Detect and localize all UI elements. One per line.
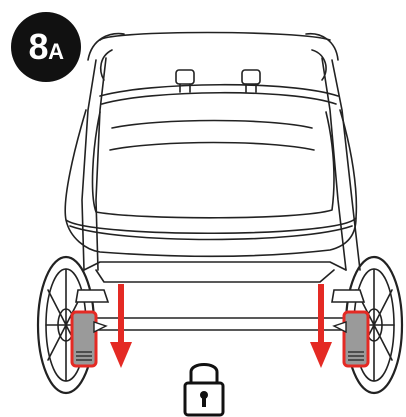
rear-axle-frame: [83, 261, 347, 283]
step-label: 8A: [29, 26, 64, 68]
storage-basket: [64, 109, 358, 258]
step-badge: 8A: [11, 12, 81, 82]
step-suffix: A: [48, 39, 64, 64]
right-press-arrow: [310, 284, 332, 368]
left-press-arrow: [110, 284, 132, 368]
step-number: 8: [28, 26, 49, 67]
brake-bar: [86, 317, 352, 331]
padlock-locked-icon: [183, 363, 225, 417]
right-brake-pedal: [331, 289, 370, 368]
stroller-frame: [81, 31, 361, 271]
left-brake-pedal: [70, 289, 110, 368]
left-brake-highlight: [70, 310, 98, 368]
right-brake-highlight: [342, 310, 370, 368]
